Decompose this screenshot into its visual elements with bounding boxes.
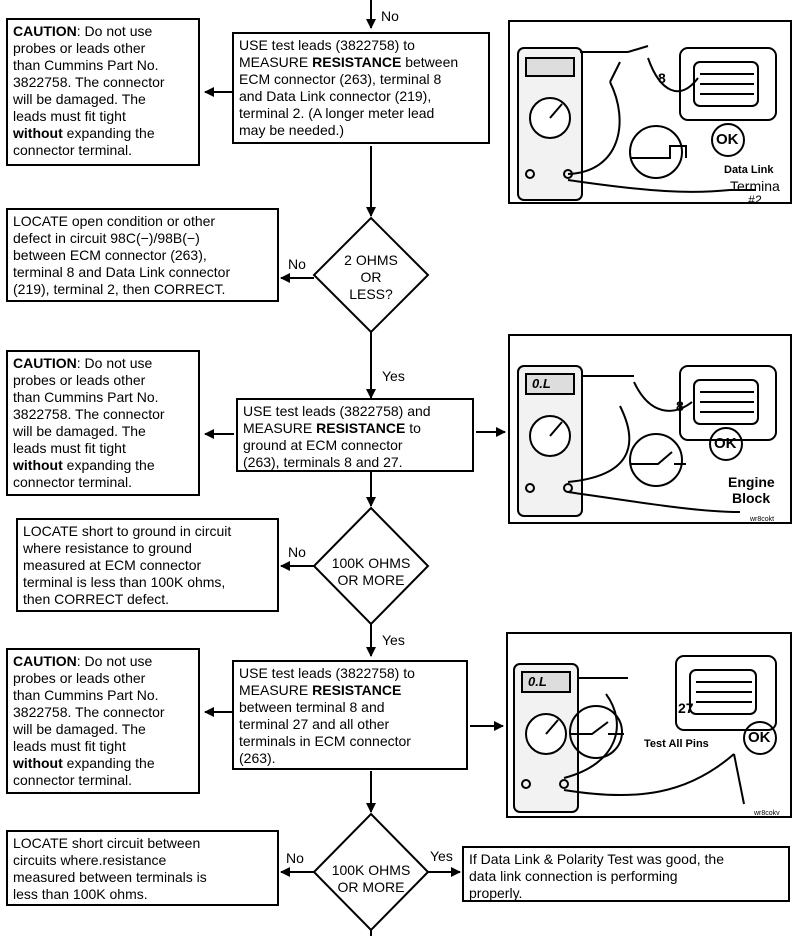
caution-title: CAUTION — [13, 23, 77, 39]
meter-probe-drawing — [517, 365, 777, 517]
step3-action-box: USE test leads (3822758) to MEASURE RESI… — [232, 660, 468, 770]
illus2-display: 0.L — [532, 376, 551, 391]
illus3-code: wr8cokv — [754, 810, 780, 817]
connector-icon — [679, 47, 777, 121]
decision3-diamond — [312, 812, 430, 932]
illus2-pin-label: 8 — [676, 398, 684, 414]
decision3-yes-action-box: If Data Link & Polarity Test was good, t… — [462, 846, 790, 902]
illus1-label3: #2 — [748, 193, 762, 204]
decision3-text: 100K OHMS OR MORE — [331, 862, 411, 895]
step2-caution-box: CAUTION: Do not use probes or leads othe… — [6, 350, 200, 496]
illus1-pin-label: 8 — [658, 70, 666, 86]
caution-text-end: expanding the connector terminal. — [13, 125, 155, 158]
action-text: USE test leads (3822758) to MEASURE — [239, 665, 415, 698]
action-emphasis: RESISTANCE — [312, 54, 402, 70]
caution-emphasis: without — [13, 125, 63, 141]
top-no-label: No — [381, 8, 399, 24]
caution-title: CAUTION — [13, 355, 77, 371]
decision1-no-label: No — [288, 256, 306, 272]
caution-text: : Do not use probes or leads other than … — [13, 355, 165, 456]
illus2-label2: Block — [732, 490, 771, 506]
illus3-pin-label: 27 — [678, 700, 694, 716]
decision2-yes-label: Yes — [382, 632, 405, 648]
illus2-ok: OK — [714, 435, 737, 452]
step1-caution-box: CAUTION: Do not use probes or leads othe… — [6, 18, 200, 166]
action-text-end: between terminal 8 and terminal 27 and a… — [239, 699, 411, 766]
decision3-yes-label: Yes — [430, 848, 453, 864]
decision2-no-label: No — [288, 544, 306, 560]
meter-probe-drawing — [517, 45, 777, 201]
decision2-text: 100K OHMS OR MORE — [331, 555, 411, 588]
decision1-yes-label: Yes — [382, 368, 405, 384]
illustration-3: 0.L 27 OK Test All Pins wr8cokv — [506, 632, 792, 818]
caution-emphasis: without — [13, 457, 63, 473]
connector-icon — [679, 365, 777, 441]
action-text: USE test leads (3822758) to MEASURE — [239, 37, 415, 70]
step1-action-box: USE test leads (3822758) to MEASURE RESI… — [232, 32, 490, 144]
action-text-end: to ground at ECM connector (263), termin… — [243, 420, 421, 470]
action-text-end: between ECM connector (263), terminal 8 … — [239, 54, 459, 138]
meter-probe-drawing — [513, 655, 777, 813]
caution-title: CAUTION — [13, 653, 77, 669]
illustration-2: 0.L 8 OK Engine Block wr8cokt — [508, 334, 792, 524]
illus1-label2: Termina — [730, 178, 780, 194]
connector-icon — [675, 655, 777, 731]
ok-symbol-circle — [709, 427, 743, 461]
illus1-label1: Data Link — [724, 164, 774, 176]
illus2-code: wr8cokt — [750, 516, 775, 523]
illus1-ok: OK — [716, 131, 739, 148]
decision2-no-action-box: LOCATE short to ground in circuit where … — [16, 518, 279, 612]
switch-closed-icon — [630, 145, 687, 159]
decision1-no-action-box: LOCATE open condition or other defect in… — [6, 208, 279, 302]
decision3-no-action-box: LOCATE short circuit between circuits wh… — [6, 830, 279, 906]
caution-text: : Do not use probes or leads other than … — [13, 653, 165, 754]
caution-emphasis: without — [13, 755, 63, 771]
ok-symbol-circle — [711, 123, 745, 157]
ok-symbol-circle — [743, 721, 777, 755]
decision2-diamond — [312, 506, 430, 626]
illus3-ok: OK — [748, 729, 771, 746]
switch-open-icon — [630, 451, 686, 465]
illus2-label1: Engine — [728, 474, 775, 490]
decision1-diamond — [312, 216, 430, 334]
illus3-display: 0.L — [528, 674, 547, 689]
action-emphasis: RESISTANCE — [312, 682, 402, 698]
caution-text-end: expanding the connector terminal. — [13, 457, 155, 490]
caution-text-end: expanding the connector terminal. — [13, 755, 155, 788]
step3-caution-box: CAUTION: Do not use probes or leads othe… — [6, 648, 200, 794]
illustration-1: 8 OK Data Link Termina #2 — [508, 20, 792, 204]
decision3-no-label: No — [286, 850, 304, 866]
action-text: USE test leads (3822758) and MEASURE — [243, 403, 431, 436]
caution-text: : Do not use probes or leads other than … — [13, 23, 165, 124]
step2-action-box: USE test leads (3822758) and MEASURE RES… — [236, 398, 474, 472]
decision1-text: 2 OHMS OR LESS? — [344, 252, 398, 302]
illus3-label1: Test All Pins — [644, 738, 709, 750]
action-emphasis: RESISTANCE — [316, 420, 406, 436]
